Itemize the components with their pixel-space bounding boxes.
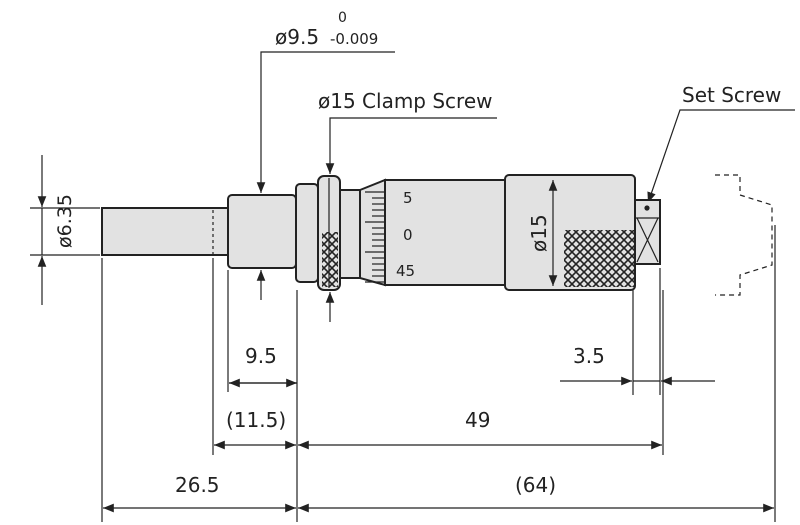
sleeve-stem <box>227 194 297 269</box>
dim-3-5: 3.5 <box>573 344 605 368</box>
thimble-dia-label: ø15 <box>527 214 551 252</box>
clamp-screw-label: ø15 Clamp Screw <box>318 89 493 113</box>
scale-0: 0 <box>403 226 413 244</box>
set-screw-label: Set Screw <box>682 83 781 107</box>
ratchet-outline <box>715 174 773 296</box>
spindle-dia-label: ø6.35 <box>54 194 76 248</box>
ratchet <box>634 199 661 265</box>
sleeve <box>384 179 506 286</box>
neck <box>339 189 363 279</box>
scale-5: 5 <box>403 189 413 207</box>
spindle <box>101 207 231 256</box>
dim-9-5: 9.5 <box>245 344 277 368</box>
clamp-shoulder <box>295 183 319 283</box>
knurl <box>564 230 634 287</box>
thimble-scale <box>359 178 386 287</box>
tol-upper: 0 <box>338 10 347 26</box>
scale-45: 45 <box>396 262 415 280</box>
dim-26-5: 26.5 <box>175 473 220 497</box>
tol-lower: -0.009 <box>330 30 378 48</box>
sleeve-dia-label: ø9.5 <box>275 25 319 49</box>
dim-49: 49 <box>465 408 490 432</box>
dim-11-5: (11.5) <box>226 408 286 432</box>
dim-64: (64) <box>515 473 556 497</box>
